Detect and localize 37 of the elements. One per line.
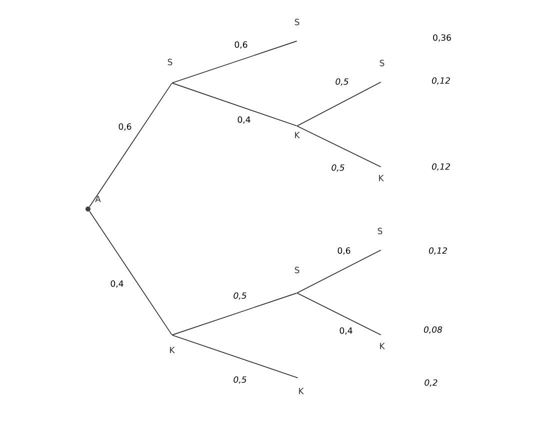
vertex-label: S: [168, 58, 172, 66]
vertex-label: S: [294, 266, 300, 274]
vertex-label: K: [380, 342, 385, 350]
vertex-label: S: [380, 60, 384, 66]
edge-label: 0,6: [117, 122, 133, 132]
edge-label: 0,4: [236, 115, 252, 125]
branch-line: [296, 292, 382, 336]
branch-line: [89, 210, 172, 336]
probability-value: 0,08: [424, 326, 442, 334]
edge-label: 0,5: [330, 163, 346, 173]
edge-label: 0,4: [338, 326, 354, 336]
probability-value: 0,12: [432, 77, 450, 85]
vertex-label: S: [378, 228, 382, 234]
branch-line: [172, 82, 298, 126]
vertex-label: K: [170, 346, 175, 354]
branch-line: [296, 126, 382, 168]
vertex-label: K: [379, 174, 384, 182]
probability-value: 0,12: [432, 163, 450, 171]
edge-label: 0,4: [109, 279, 125, 289]
branch-line: [172, 292, 298, 336]
edge-label: 0,5: [232, 375, 248, 385]
vertex-label: S: [294, 18, 300, 26]
probability-value: 0,12: [428, 247, 447, 255]
branch-line: [172, 40, 298, 84]
edge-label: 0,5: [232, 291, 248, 301]
edge-label: 0,6: [336, 246, 352, 256]
vertex-label: K: [299, 388, 304, 394]
probability-value: 0,2: [424, 379, 438, 387]
probability-value: 0,36: [433, 34, 451, 42]
vertex-label: K: [295, 132, 300, 138]
branch-line: [296, 250, 382, 294]
edge-label: 0,6: [233, 40, 249, 50]
branch-line: [296, 82, 382, 126]
branch-line: [172, 334, 298, 378]
vertex-label: A: [95, 196, 101, 202]
branch-line: [89, 82, 172, 208]
edge-label: 0,5: [334, 77, 350, 87]
